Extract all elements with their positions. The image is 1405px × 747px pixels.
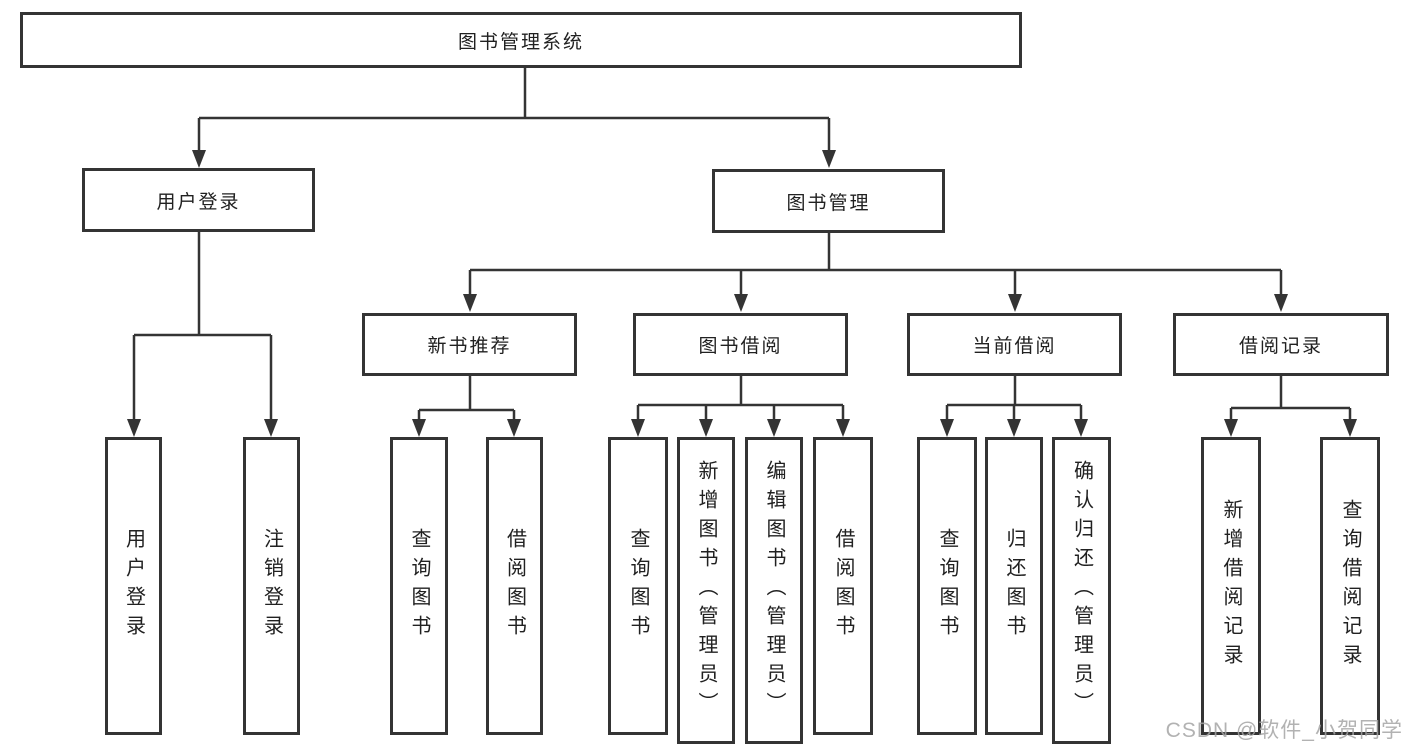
leaf-return-books: 归还图书 (985, 437, 1043, 735)
leaf-label: 确认归还（管理员） (1070, 460, 1093, 721)
node-user-login: 用户登录 (82, 168, 315, 232)
node-label: 用户登录 (156, 191, 241, 213)
csdn-watermark: CSDN @软件_小贺同学 (1165, 719, 1403, 742)
node-label: 新书推荐 (427, 336, 512, 357)
node-library-system: 图书管理系统 (20, 12, 1022, 68)
connector-new-book-rec (417, 376, 516, 421)
leaf-label: 新增图书（管理员） (695, 460, 717, 721)
leaf-label: 查询图书 (936, 528, 958, 644)
node-borrow-records: 借阅记录 (1173, 313, 1389, 376)
leaf-add-borrow-record: 新增借阅记录 (1201, 437, 1261, 735)
connector-book-mgmt (468, 232, 1283, 296)
leaf-label: 编辑图书（管理员） (763, 460, 785, 721)
node-current-borrow: 当前借阅 (907, 313, 1122, 376)
leaf-borrow-books: 借阅图书 (813, 437, 873, 735)
leaf-borrow-query-books: 查询图书 (608, 437, 668, 735)
node-book-borrow: 图书借阅 (633, 313, 848, 376)
connector-user-login (132, 232, 273, 421)
node-label: 当前借阅 (972, 336, 1057, 357)
node-label: 借阅记录 (1238, 336, 1323, 357)
leaf-label: 查询图书 (408, 528, 430, 644)
leaf-current-query-books: 查询图书 (917, 437, 977, 735)
leaf-rec-query-books: 查询图书 (390, 437, 448, 735)
leaf-label: 归还图书 (1003, 528, 1025, 644)
connector-book-borrow (636, 376, 845, 421)
leaf-edit-books-admin: 编辑图书（管理员） (745, 437, 803, 744)
leaf-user-login: 用户登录 (105, 437, 162, 735)
node-label: 图书管理 (786, 192, 871, 214)
leaf-label: 注销登录 (260, 528, 283, 644)
leaf-rec-borrow-books: 借阅图书 (486, 437, 543, 735)
leaf-query-borrow-record: 查询借阅记录 (1320, 437, 1380, 735)
leaf-label: 新增借阅记录 (1220, 499, 1242, 673)
leaf-label: 用户登录 (122, 528, 145, 644)
leaf-label: 查询图书 (627, 528, 649, 644)
node-book-management: 图书管理 (712, 169, 945, 233)
connector-borrow-records (1229, 376, 1352, 421)
leaf-confirm-return-admin: 确认归还（管理员） (1052, 437, 1111, 744)
node-label: 图书管理系统 (457, 31, 584, 53)
connector-root (197, 68, 831, 152)
leaf-label: 查询借阅记录 (1339, 499, 1361, 673)
leaf-label: 借阅图书 (832, 528, 854, 644)
arrowheads (127, 150, 1357, 437)
leaf-add-books-admin: 新增图书（管理员） (677, 437, 735, 744)
leaf-label: 借阅图书 (503, 528, 526, 644)
leaf-logout: 注销登录 (243, 437, 300, 735)
connector-current-borrow (945, 376, 1083, 421)
node-label: 图书借阅 (698, 336, 783, 357)
node-new-book-recommend: 新书推荐 (362, 313, 577, 376)
